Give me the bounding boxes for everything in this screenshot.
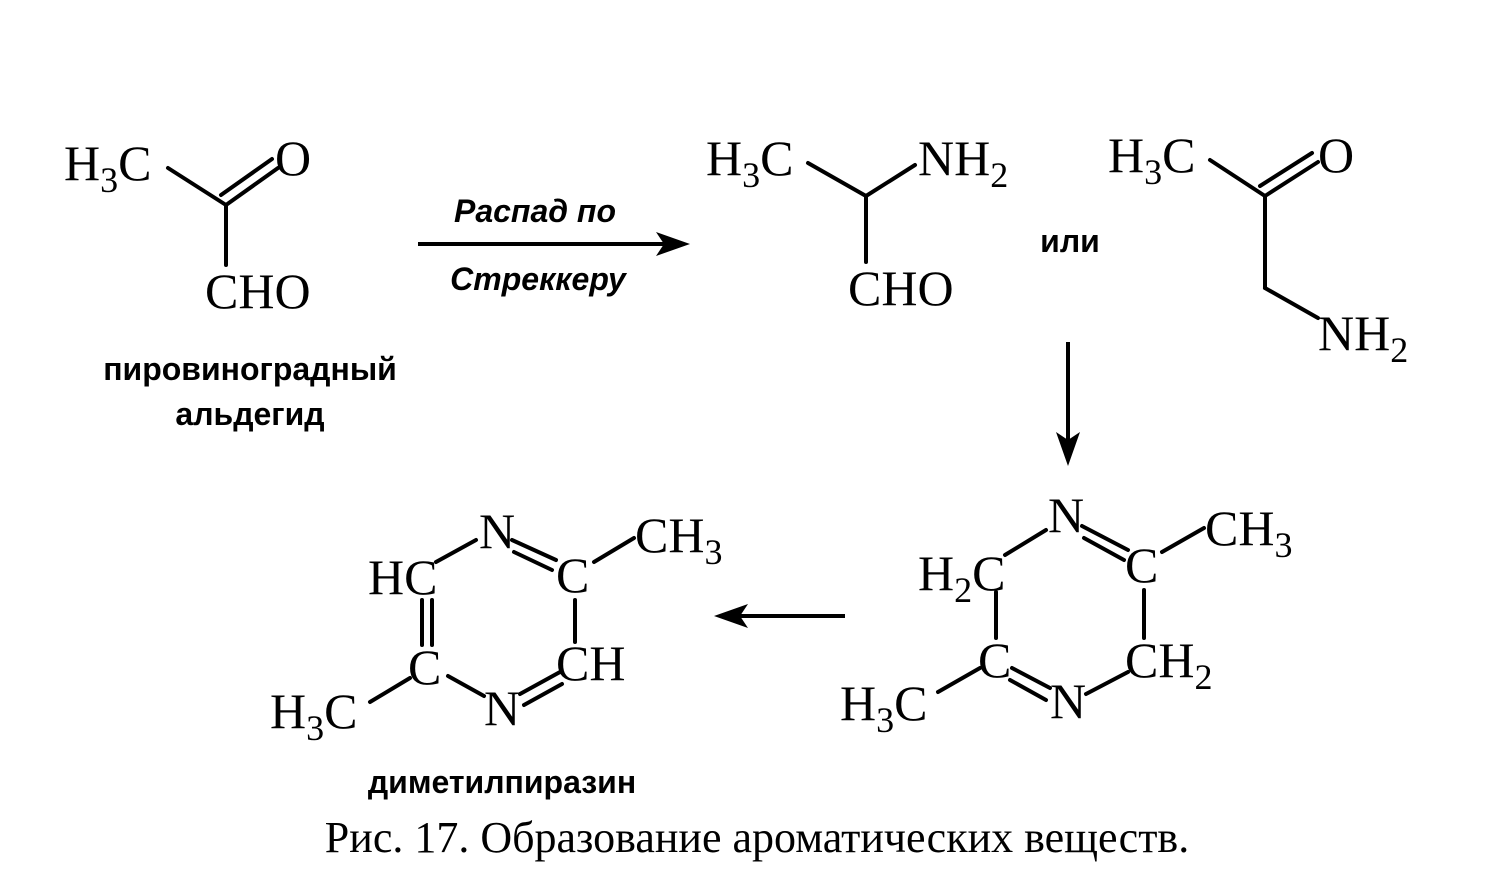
pyruvaldehyde-cho: CHO (205, 263, 311, 319)
bond-c-o-1 (1263, 160, 1320, 198)
dimethylpyrazine-n-bottom: N (484, 680, 520, 736)
dihydropyrazine-n-top: N (1048, 487, 1084, 543)
bond-ch3-c (368, 676, 412, 704)
down-arrow-head (1056, 432, 1080, 466)
bond-n-c-2 (512, 550, 554, 572)
dimethylpyrazine-c-right: C (556, 547, 589, 603)
left-arrow (714, 604, 845, 628)
bond-ch3-c (936, 666, 982, 694)
bond-hc-n (434, 538, 478, 564)
dihydropyrazine-c-left: C (978, 632, 1011, 688)
bond-n-ch-2 (522, 682, 564, 707)
pyruvaldehyde-name-line1: пировиноградный (103, 351, 397, 387)
dimethylpyrazine-c-left: C (408, 639, 441, 695)
aminoacetone-structure: H3C O NH2 (1108, 127, 1408, 370)
figure-caption: Рис. 17. Образование ароматических вещес… (325, 813, 1189, 862)
bond-c-n-1 (1010, 666, 1052, 690)
left-arrow-head (714, 604, 748, 628)
down-arrow (1056, 342, 1080, 466)
dimethylpyrazine-ch: CH (556, 635, 625, 691)
dimethylpyrazine-h3c: H3C (270, 683, 357, 748)
dimethylpyrazine-hc: HC (368, 549, 437, 605)
bond-c-ch3 (1160, 526, 1206, 554)
bond-c-ch3 (592, 536, 636, 564)
bond-n-ch-1 (518, 670, 562, 696)
bond-c-o-2 (1258, 151, 1314, 188)
dihydropyrazine-h2c: H2C (918, 545, 1005, 610)
dimethylpyrazine-name: диметилпиразин (368, 764, 636, 800)
dihydropyrazine-ch2: CH2 (1125, 632, 1212, 697)
bond-c-n (446, 674, 486, 698)
bond-c-o-1 (224, 166, 280, 207)
dihydropyrazine-h3c: H3C (840, 675, 927, 740)
aminopropanal-structure: H3C NH2 CHO (706, 130, 1008, 316)
aminopropanal-nh2: NH2 (918, 130, 1008, 195)
bond-ch2-nh2 (1263, 286, 1320, 320)
arrow-condition-bottom: Стреккеру (450, 261, 628, 297)
pyruvaldehyde-name-line2: альдегид (175, 396, 324, 432)
bond-c-o-2 (219, 157, 274, 197)
bond-n-c-1 (1080, 524, 1130, 552)
aminopropanal-cho: CHO (848, 260, 954, 316)
bond-ch-nh2 (864, 163, 917, 198)
dihydropyrazine-n-bottom: N (1050, 673, 1086, 729)
dihydropyrazine-structure: N C CH3 H2C C CH2 H3C N (840, 487, 1292, 740)
aminoacetone-h3c: H3C (1108, 127, 1195, 192)
dihydropyrazine-ch3: CH3 (1205, 500, 1292, 565)
dihydropyrazine-c-right: C (1125, 537, 1158, 593)
bond-n-c-1 (510, 538, 558, 562)
dimethylpyrazine-structure: N C CH3 HC C CH H3C N диметилпиразин (270, 503, 722, 800)
bond-ch3-c (166, 166, 228, 207)
dimethylpyrazine-ch3: CH3 (635, 507, 722, 572)
dimethylpyrazine-n-top: N (479, 503, 515, 559)
bond-c-n-2 (1008, 678, 1048, 702)
bond-ch3-c (1208, 158, 1267, 198)
pyruvaldehyde-h3c: H3C (64, 135, 151, 200)
bond-ch2-n (1003, 528, 1048, 557)
pyruvaldehyde-oxygen: O (275, 130, 311, 186)
strecker-arrow: Распад по Стреккеру (418, 193, 690, 297)
bond-ch3-ch (806, 161, 868, 198)
aminoacetone-nh2: NH2 (1318, 305, 1408, 370)
aminopropanal-h3c: H3C (706, 130, 793, 195)
bond-n-ch2 (1084, 670, 1130, 696)
pyruvaldehyde-structure: H3C O CHO пировиноградный альдегид (64, 130, 397, 432)
arrow-head (656, 232, 690, 256)
or-word: или (1040, 223, 1100, 259)
aminoacetone-oxygen: O (1318, 127, 1354, 183)
bond-n-c-2 (1082, 536, 1126, 562)
arrow-condition-top: Распад по (454, 193, 616, 229)
